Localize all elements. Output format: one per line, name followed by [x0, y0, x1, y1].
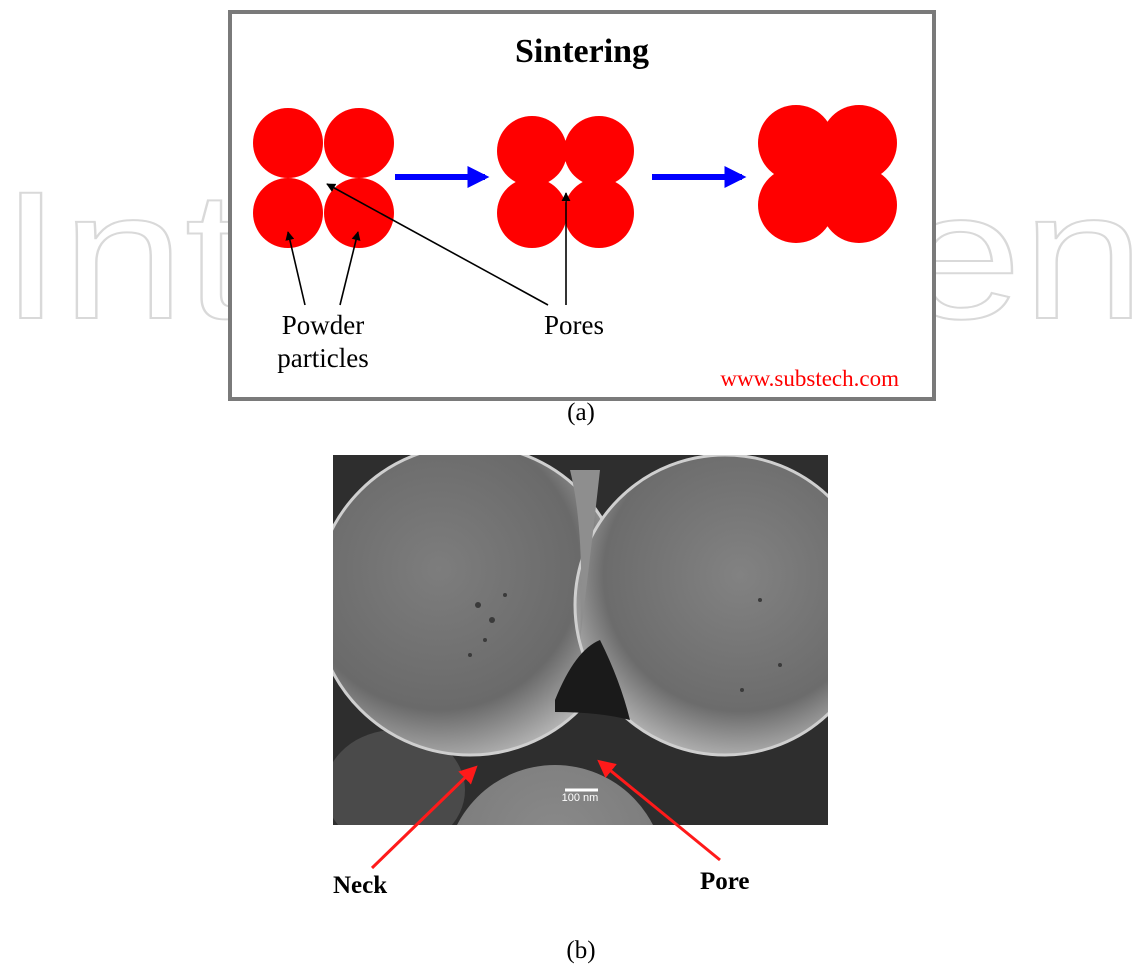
stage3-core	[790, 137, 865, 212]
label-neck: Neck	[333, 872, 387, 899]
source-credit: www.substech.com	[720, 366, 899, 391]
label-powder: Powder	[282, 310, 365, 340]
caption-a: (a)	[567, 399, 595, 426]
caption-b: (b)	[566, 937, 595, 964]
particle-bottom-left	[497, 178, 567, 248]
label-pore: Pore	[700, 868, 750, 895]
particle-bottom-left	[253, 178, 323, 248]
particle-top-right	[564, 116, 634, 186]
particle-top-right	[324, 108, 394, 178]
diagram-title: Sintering	[515, 33, 649, 70]
scale-bar-label: 100 nm	[562, 792, 599, 804]
particle-top-left	[497, 116, 567, 186]
sintering-diagram: Sintering	[230, 12, 934, 399]
label-pores: Pores	[544, 310, 604, 340]
sem-micrograph: 100 nm Neck Pore	[315, 445, 875, 971]
label-particles: particles	[277, 343, 368, 373]
particle-bottom-right	[564, 178, 634, 248]
stage3-particles	[758, 105, 897, 243]
particle-top-left	[253, 108, 323, 178]
